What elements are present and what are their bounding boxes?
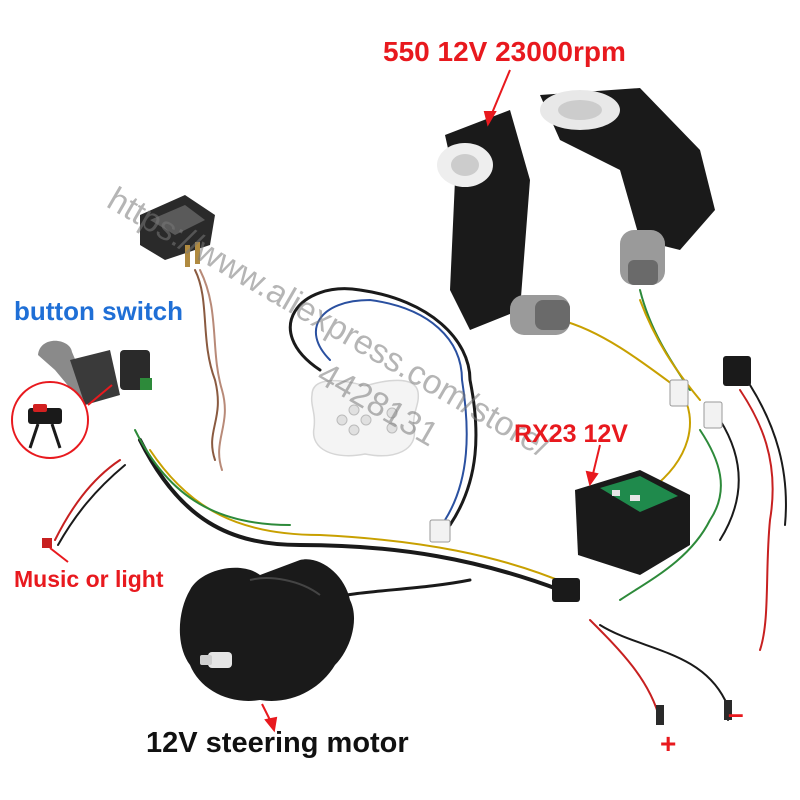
shift-lever <box>38 340 152 405</box>
negative-terminal-label: – <box>728 698 744 729</box>
connectors <box>42 356 751 725</box>
drive-motor-label: 550 12V 23000rpm <box>383 36 626 67</box>
pointer-arrows <box>49 69 601 733</box>
steering-motor <box>179 559 355 701</box>
music-or-light-label: Music or light <box>14 566 164 592</box>
rocker-switch <box>140 195 215 267</box>
drive-gearbox-motors <box>437 88 715 335</box>
button-switch-callout <box>11 381 113 459</box>
steering-motor-label: 12V steering motor <box>146 727 409 759</box>
receiver-label: RX23 12V <box>514 420 628 448</box>
positive-terminal-label: + <box>660 728 677 759</box>
button-switch-label: button switch <box>14 296 183 326</box>
receiver-board <box>575 470 690 575</box>
wires <box>54 269 787 721</box>
remote-control <box>310 379 420 457</box>
